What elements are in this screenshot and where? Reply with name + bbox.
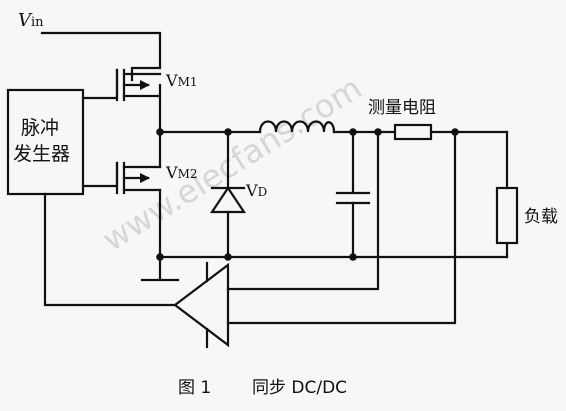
sense-resistor-label: 测量电阻 [368,98,436,118]
vm1-label: VM1 [165,71,197,90]
junction-dots [156,128,459,261]
vd-label: VD [245,181,267,200]
pulse-generator-label-line2: 发生器 [13,143,70,165]
amp-input-from-resistor-right [226,130,457,325]
amp-input-from-resistor-left [226,130,380,291]
mosfet-vm1 [81,68,162,134]
watermark-text: www.elecfans.com [96,69,369,259]
pulse-generator-box [6,88,85,196]
vm2-label: VM2 [165,163,197,182]
sense-amplifier [173,262,230,348]
mosfet-vm2 [81,130,162,259]
figure-title: 同步 DC/DC [252,378,347,398]
sense-resistor [393,123,433,141]
load-label: 负载 [524,207,558,227]
pulse-generator-label-line1: 脉冲 [21,117,59,139]
load-resistor [495,186,519,245]
vin-label: Vin [18,10,44,31]
inductor [258,120,336,134]
figure-number: 图 1 [178,378,211,398]
feedback-to-pulse-generator [43,192,177,307]
vin-supply-wire [40,31,162,82]
